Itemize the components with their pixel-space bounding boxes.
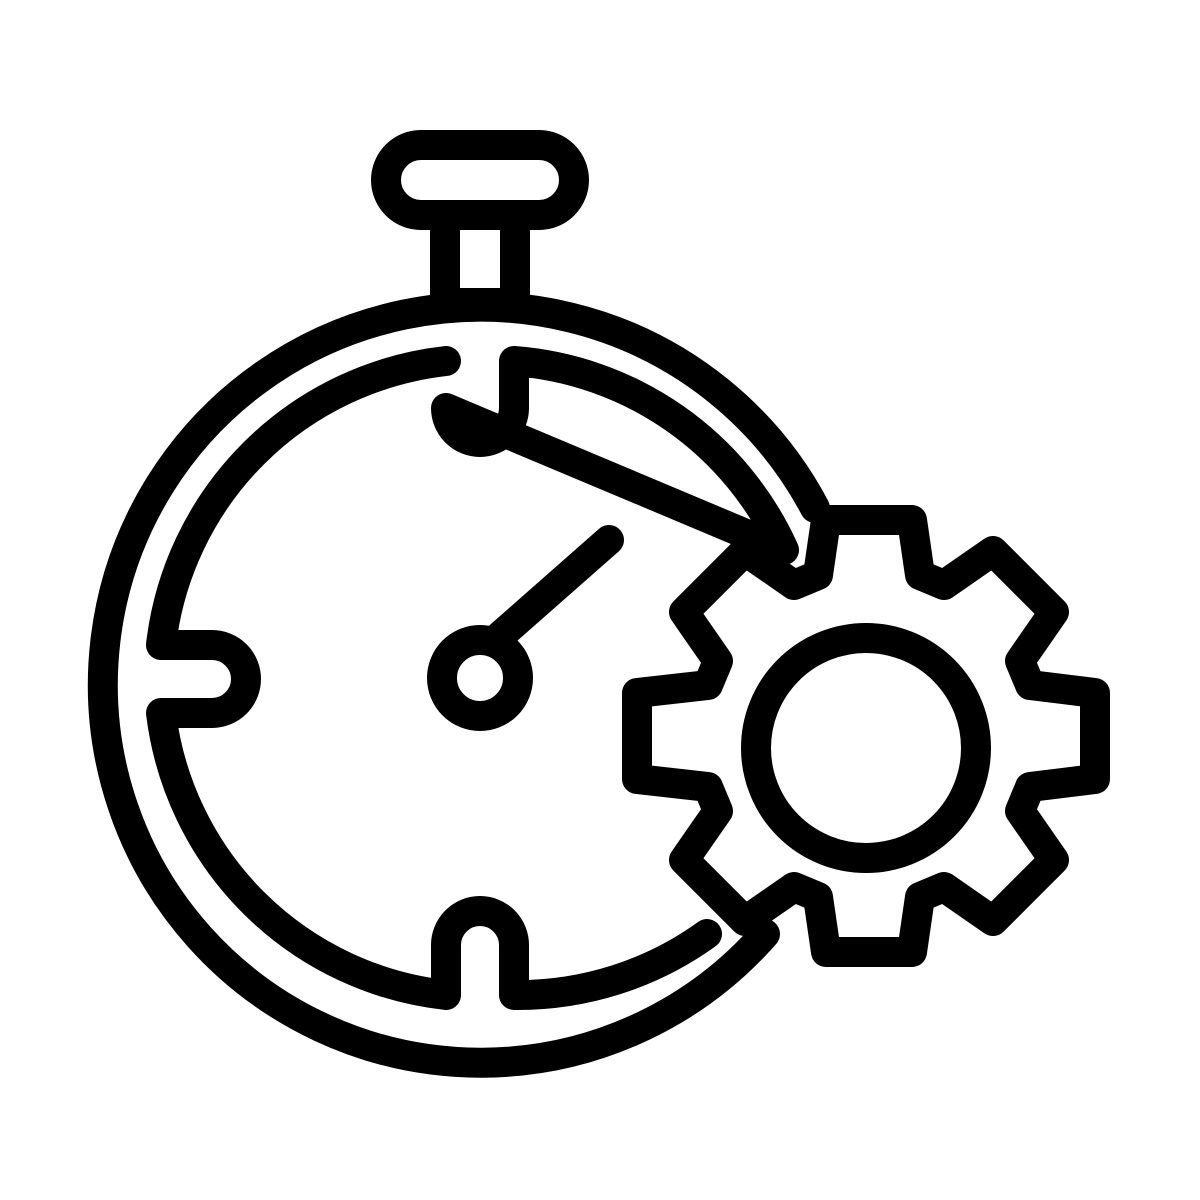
- stopwatch-dial-face: [146, 346, 799, 1011]
- gear-outline: [622, 505, 1110, 967]
- gear-center-hole: [741, 623, 991, 873]
- stopwatch-outer-ring: [87, 291, 830, 1078]
- stopwatch-stem: [430, 200, 530, 318]
- stopwatch-center-pin: [427, 625, 533, 731]
- stopwatch-icon: [87, 130, 830, 1078]
- gear-icon: [622, 505, 1110, 967]
- stopwatch-hand: [485, 525, 624, 651]
